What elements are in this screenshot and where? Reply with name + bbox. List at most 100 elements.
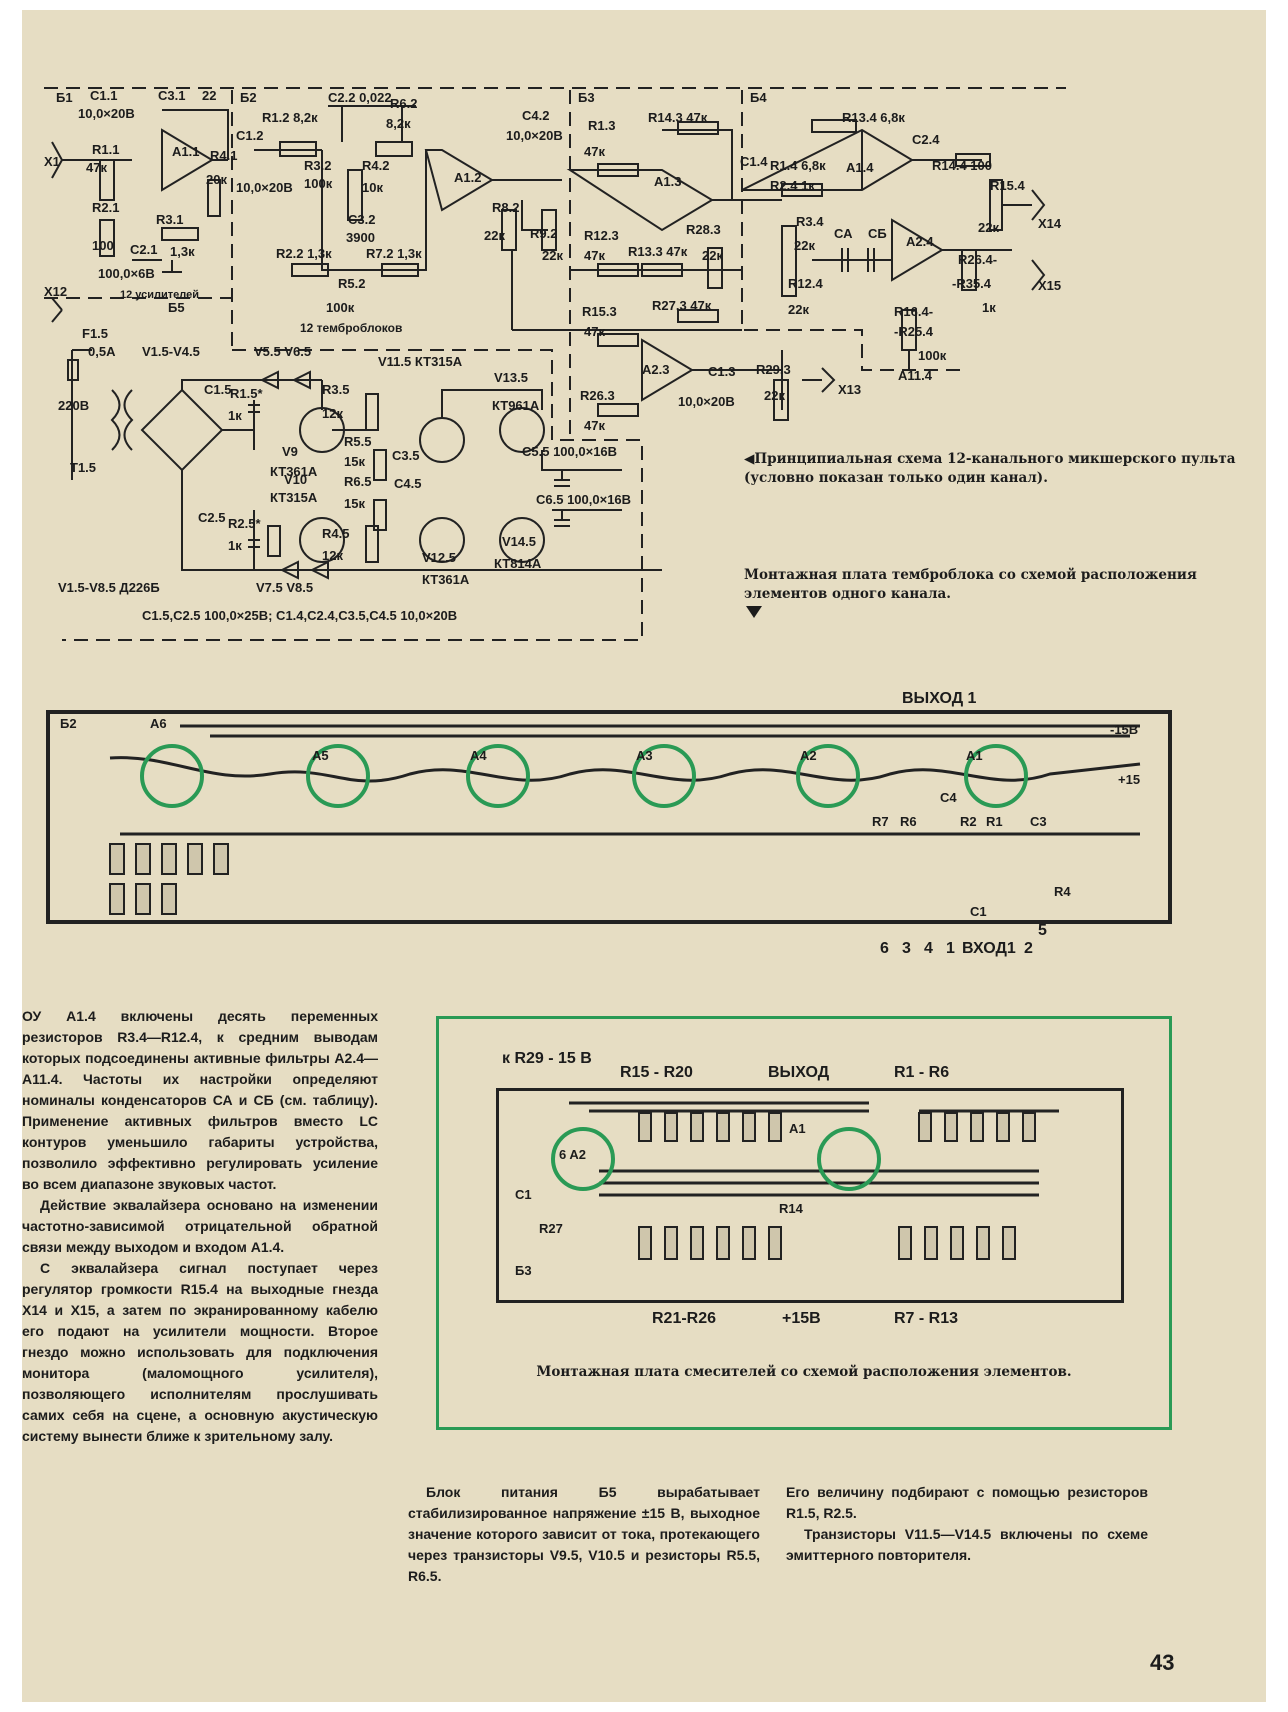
svg-text:R8.2: R8.2	[492, 200, 519, 215]
svg-text:10,0×20В: 10,0×20В	[78, 106, 135, 121]
board2-r15-r20: R15 - R20	[620, 1064, 693, 1081]
label: R2	[960, 814, 977, 829]
label-c1: С1	[515, 1187, 532, 1202]
svg-text:X14: X14	[1038, 216, 1062, 231]
svg-text:X1: X1	[44, 154, 60, 169]
svg-text:V9: V9	[282, 444, 298, 459]
svg-text:R4.1: R4.1	[210, 148, 237, 163]
svg-text:15к: 15к	[344, 454, 365, 469]
svg-text:С5.5 100,0×16В: С5.5 100,0×16В	[522, 444, 617, 459]
svg-text:R12.4: R12.4	[788, 276, 823, 291]
svg-text:V10: V10	[284, 472, 307, 487]
chip-label: А2	[800, 748, 817, 763]
svg-text:0,5А: 0,5А	[88, 344, 116, 359]
chip-label: А3	[636, 748, 653, 763]
svg-text:22к: 22к	[794, 238, 815, 253]
svg-text:F1.5: F1.5	[82, 326, 108, 341]
mixer-board-caption: Монтажная плата смесителей со схемой рас…	[536, 1364, 1072, 1380]
page-number: 43	[1150, 1650, 1175, 1675]
chip-a2: 6 A2	[559, 1147, 586, 1162]
svg-text:10,0×20В: 10,0×20В	[678, 394, 735, 409]
chip-label: А4	[470, 748, 487, 763]
svg-text:R3.4: R3.4	[796, 214, 824, 229]
board2-r1-r6: R1 - R6	[894, 1064, 950, 1081]
svg-text:С1.5: С1.5	[204, 382, 231, 397]
label-b1: Б1	[56, 90, 73, 105]
svg-text:R1.1: R1.1	[92, 142, 119, 157]
label-b5: Б5	[168, 300, 185, 315]
svg-text:R2.1: R2.1	[92, 200, 119, 215]
svg-text:12 усилителей: 12 усилителей	[120, 289, 199, 301]
svg-text:R14.4 100: R14.4 100	[932, 158, 992, 173]
svg-text:100к: 100к	[304, 176, 333, 191]
svg-text:R3.1: R3.1	[156, 212, 183, 227]
svg-text:-R35.4: -R35.4	[952, 276, 992, 291]
board2-block: Б3	[515, 1263, 532, 1278]
svg-text:22к: 22к	[484, 228, 505, 243]
svg-text:100к: 100к	[326, 300, 355, 315]
board2-r21-r26: R21-R26	[652, 1310, 717, 1327]
svg-text:-R25.4: -R25.4	[894, 324, 934, 339]
label: С4	[940, 790, 957, 805]
svg-text:1к: 1к	[228, 408, 242, 423]
board1-pin: 2	[1024, 940, 1033, 957]
chip-label: А5	[312, 748, 329, 763]
label-b4: Б4	[750, 90, 767, 105]
board1-pin: 1	[946, 940, 955, 957]
svg-text:R15.4: R15.4	[990, 178, 1025, 193]
label: R1	[986, 814, 1003, 829]
label: C1	[970, 904, 987, 919]
svg-text:10,0×20В: 10,0×20В	[506, 128, 563, 143]
schematic-caption: ◀Принципиальная схема 12-канального микш…	[744, 451, 1236, 486]
svg-text:C1.1: C1.1	[90, 88, 117, 103]
svg-text:3900: 3900	[346, 230, 375, 245]
svg-text:R3.5: R3.5	[322, 382, 349, 397]
svg-text:V5.5 V6.5: V5.5 V6.5	[254, 344, 311, 359]
board1-pin: ВХОД1	[962, 940, 1016, 957]
svg-text:10к: 10к	[362, 180, 383, 195]
board1-pin: 4	[924, 940, 933, 957]
mixer-board-pcb: Б3 6 A2 A1 С1 R27 R14	[496, 1088, 1124, 1303]
svg-text:R1.5*: R1.5*	[230, 386, 263, 401]
caption-arrow-icon	[746, 606, 762, 618]
svg-text:R26.3: R26.3	[580, 388, 615, 403]
tone-board-pcb: Б2 А6 А5 А4 А3 А2 А1 С4 R7 R6 R2 R1 С3 C…	[46, 710, 1172, 924]
svg-text:22: 22	[202, 88, 216, 103]
svg-text:A2.3: A2.3	[642, 362, 669, 377]
board1-pin: 5	[1038, 922, 1047, 939]
svg-text:R15.3: R15.3	[582, 304, 617, 319]
board2-top-left: к R29 - 15 В	[502, 1050, 592, 1067]
svg-text:С1.2: С1.2	[236, 128, 263, 143]
chip-a1: A1	[789, 1121, 806, 1136]
mixer-board-drawing	[551, 1101, 1059, 1260]
label: -15В	[1110, 722, 1139, 737]
svg-text:R2.2 1,3к: R2.2 1,3к	[276, 246, 332, 261]
svg-text:R14.3 47к: R14.3 47к	[648, 110, 708, 125]
mixer-board-frame: Монтажная плата смесителей со схемой рас…	[436, 1016, 1172, 1430]
svg-text:T1.5: T1.5	[70, 460, 96, 475]
svg-text:R29.3: R29.3	[756, 362, 791, 377]
svg-text:R9.2: R9.2	[530, 226, 557, 241]
paragraph: Блок питания Б5 вырабатывает стабилизиро…	[408, 1484, 760, 1584]
svg-text:12к: 12к	[322, 406, 343, 421]
svg-text:100,0×6В: 100,0×6В	[98, 266, 155, 281]
board1-pin: 6	[880, 940, 889, 957]
svg-text:V13.5: V13.5	[494, 370, 528, 385]
svg-text:R26.4-: R26.4-	[958, 252, 997, 267]
svg-text:47к: 47к	[584, 324, 605, 339]
svg-text:220В: 220В	[58, 398, 89, 413]
svg-text:X13: X13	[838, 382, 861, 397]
paragraph: С эквалайзера сигнал поступает через рег…	[22, 1260, 378, 1444]
label: С3	[1030, 814, 1047, 829]
paragraph: ОУ A1.4 включены десять переменных резис…	[22, 1008, 378, 1192]
paragraph: Его величину подбирают с помощью резисто…	[786, 1484, 1148, 1521]
board1-block: Б2	[60, 716, 77, 731]
middle-text-column: Блок питания Б5 вырабатывает стабилизиро…	[408, 1482, 760, 1587]
svg-text:С3.1: С3.1	[158, 88, 185, 103]
svg-text:X12: X12	[44, 284, 67, 299]
svg-text:R2.4 1к: R2.4 1к	[770, 178, 815, 193]
svg-text:С2.4: С2.4	[912, 132, 940, 147]
svg-text:22к: 22к	[702, 248, 723, 263]
svg-text:R5.5: R5.5	[344, 434, 371, 449]
svg-text:С1.3: С1.3	[708, 364, 735, 379]
